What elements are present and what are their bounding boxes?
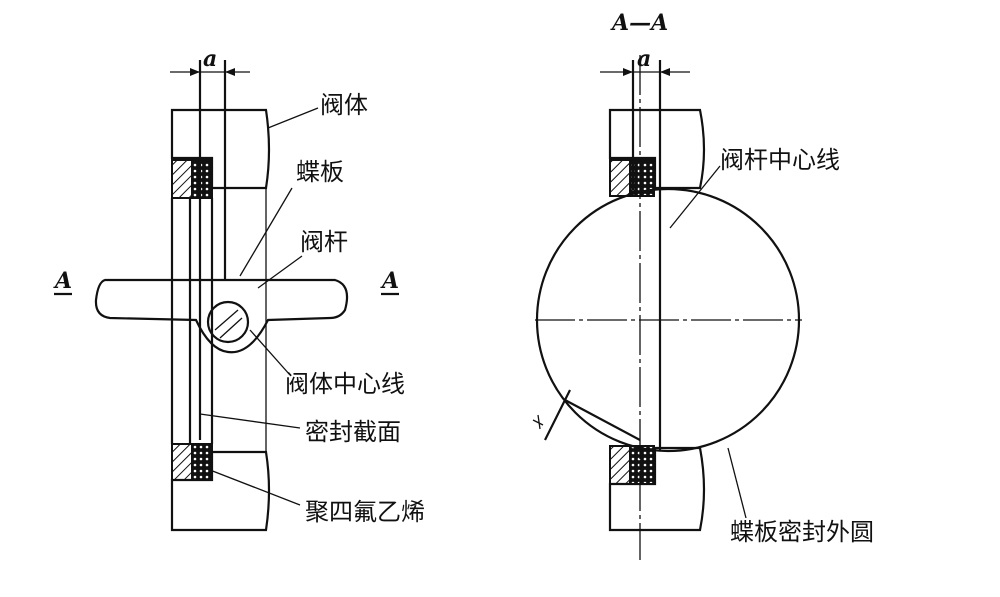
label-ptfe: 聚四氟乙烯 [305, 498, 425, 526]
label-stem: 阀杆 [300, 228, 348, 256]
section-mark-left: A [53, 268, 72, 294]
label-body-centerline: 阀体中心线 [285, 370, 405, 398]
section-title: A—A [610, 10, 668, 36]
weld-symbol-icon [532, 389, 641, 441]
seal-bottom-right-dots [629, 445, 655, 485]
valve-stem [206, 300, 250, 344]
label-stem-centerline: 阀杆中心线 [720, 146, 840, 174]
ptfe-seal-bottom [171, 443, 193, 481]
ptfe-seal-bottom-dots [191, 443, 213, 481]
ptfe-seal-top-dots [191, 159, 213, 199]
left-section-view: a A A 阀体 蝶板 阀杆 阀体中心线 密封截面 聚四氟乙烯 [53, 46, 425, 532]
label-seal-section: 密封截面 [305, 418, 401, 446]
seal-top-right [609, 159, 631, 197]
section-mark-right: A [380, 268, 399, 294]
dimension-a-right: a [637, 46, 651, 72]
label-disc-seal-outer-circle: 蝶板密封外圆 [730, 518, 874, 546]
right-section-view: A—A a 阀杆中心线 蝶板密封外圆 [532, 10, 874, 560]
label-valve-body: 阀体 [320, 91, 368, 119]
seal-bottom-right [609, 445, 631, 485]
ptfe-seal-top [171, 159, 193, 199]
dimension-a-left: a [203, 46, 217, 72]
label-disc: 蝶板 [296, 158, 344, 186]
butterfly-disc [94, 278, 349, 354]
